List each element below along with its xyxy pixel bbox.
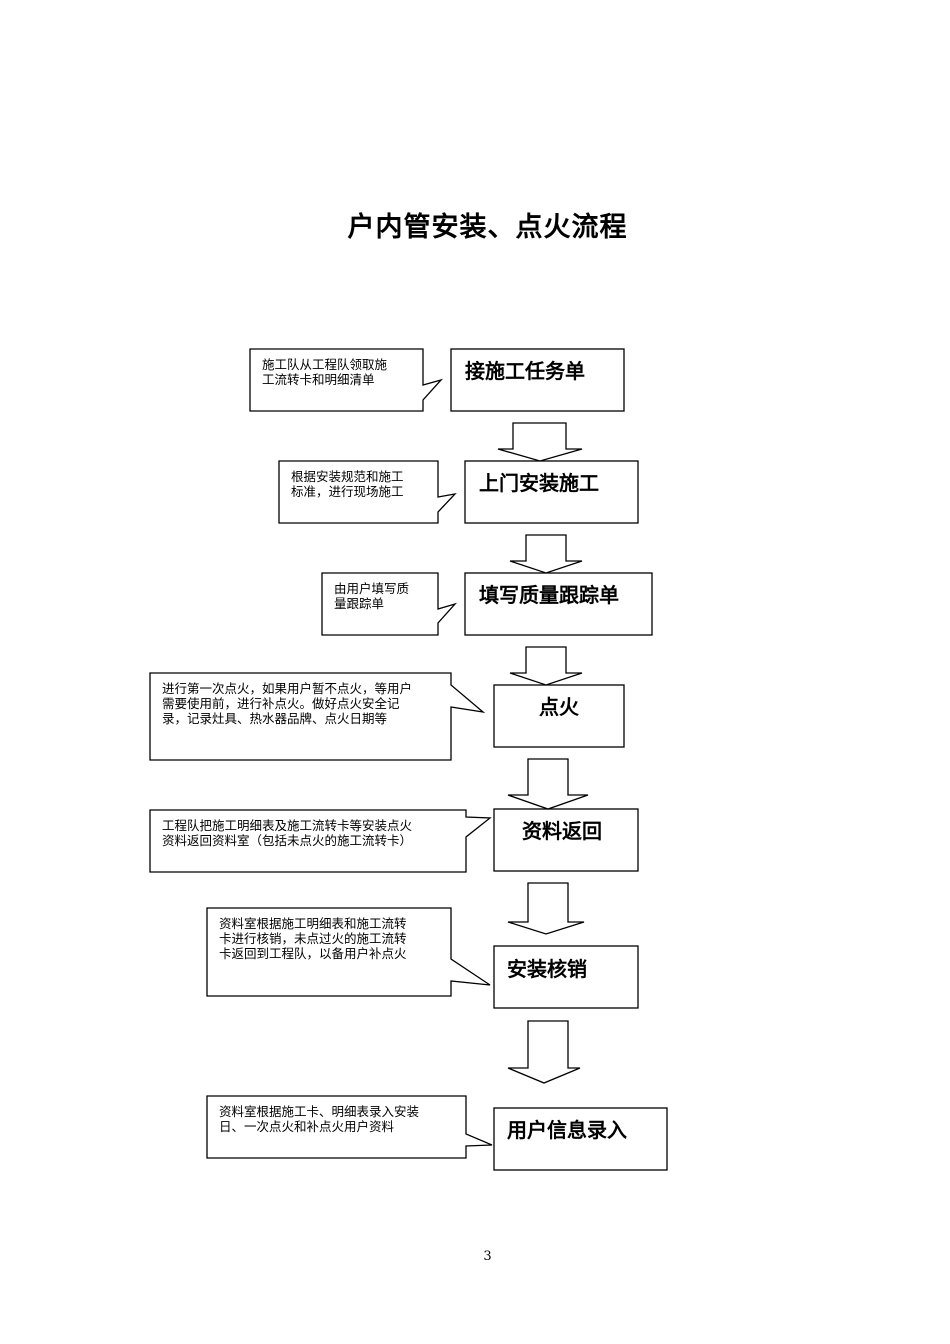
note-line: 由用户填写质 [334, 581, 410, 596]
note-line: 卡进行核销，未点过火的施工流转 [219, 931, 407, 946]
callout-3 [321, 572, 458, 636]
step-box-1 [450, 348, 625, 412]
note-line: 标准，进行现场施工 [291, 484, 404, 499]
step-box-4 [493, 684, 625, 748]
note-line: 录，记录灶具、热水器品牌、点火日期等 [162, 711, 388, 726]
arrow-down-icon [507, 882, 585, 935]
note-line: 需要使用前，进行补点火。做好点火安全记 [162, 696, 400, 711]
step-label: 填写质量跟踪单 [479, 583, 619, 607]
callout-7 [206, 1095, 493, 1159]
step-box-7 [493, 1107, 668, 1171]
note-line: 量跟踪单 [334, 596, 385, 611]
step-label: 上门安装施工 [479, 471, 599, 495]
arrow-down-icon [509, 534, 583, 574]
callout-text: 资料室根据施工明细表和施工流转 卡进行核销，未点过火的施工流转 卡返回到工程队，… [219, 916, 407, 961]
arrow-down-icon [507, 758, 589, 810]
callout-text: 工程队把施工明细表及施工流转卡等安装点火 资料返回资料室（包括未点火的施工流转卡… [162, 818, 412, 848]
callout-text: 由用户填写质 量跟踪单 [334, 581, 409, 611]
note-line: 进行第一次点火，如果用户暂不点火，等用户 [162, 681, 413, 696]
step-label: 安装核销 [507, 957, 587, 981]
note-line: 施工队从工程队领取施 [262, 357, 388, 372]
step-label: 接施工任务单 [465, 359, 585, 383]
step-box-2 [464, 460, 639, 524]
callout-text: 施工队从工程队领取施 工流转卡和明细清单 [262, 357, 387, 387]
note-line: 卡返回到工程队，以备用户补点火 [219, 946, 407, 961]
step-box-3 [464, 572, 653, 636]
step-box-5 [493, 808, 639, 872]
callout-text: 资料室根据施工卡、明细表录入安装 日、一次点火和补点火用户资料 [219, 1104, 419, 1134]
note-line: 资料室根据施工卡、明细表录入安装 [219, 1104, 420, 1119]
page-title: 户内管安装、点火流程 [347, 212, 628, 243]
page-number: 3 [483, 1249, 492, 1264]
step-label: 点火 [539, 695, 579, 719]
note-line: 工程队把施工明细表及施工流转卡等安装点火 [162, 818, 413, 833]
callout-6 [206, 907, 491, 997]
callout-4 [149, 672, 486, 761]
note-line: 日、一次点火和补点火用户资料 [219, 1119, 395, 1134]
note-line: 根据安装规范和施工 [291, 469, 404, 484]
note-line: 资料返回资料室（包括未点火的施工流转卡） [162, 833, 413, 848]
arrow-down-icon [507, 1020, 581, 1084]
arrow-down-icon [509, 646, 583, 686]
callout-text: 根据安装规范和施工 标准，进行现场施工 [291, 469, 404, 499]
callout-5 [149, 809, 492, 873]
note-line: 工流转卡和明细清单 [262, 372, 375, 387]
note-line: 资料室根据施工明细表和施工流转 [219, 916, 407, 931]
callout-2 [278, 460, 457, 524]
step-label: 用户信息录入 [507, 1118, 627, 1142]
arrow-down-icon [497, 422, 583, 462]
callout-text: 进行第一次点火，如果用户暂不点火，等用户 需要使用前，进行补点火。做好点火安全记… [162, 681, 412, 726]
callout-1 [249, 348, 443, 412]
step-label: 资料返回 [522, 819, 602, 843]
step-box-6 [493, 945, 639, 1009]
